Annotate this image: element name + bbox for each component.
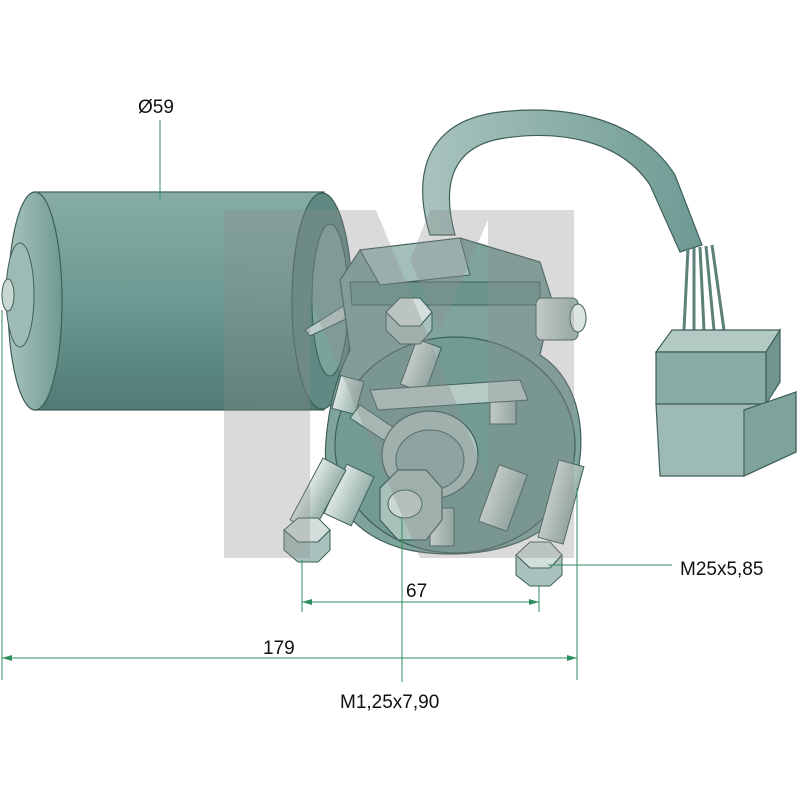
overall-length-label: 179 — [263, 638, 295, 659]
mount-spacing-label: 67 — [406, 581, 427, 602]
mount-thread-label: M25x5,85 — [680, 559, 763, 580]
stud — [537, 459, 585, 545]
shaft-thread-label: M1,25x7,90 — [340, 692, 439, 713]
stud — [478, 464, 528, 532]
mounting-nut-right — [515, 541, 563, 587]
gearbox-studs — [289, 338, 585, 547]
mounting-nut-left — [283, 517, 331, 563]
watermark-logo — [224, 210, 574, 558]
dimension-arrows — [2, 599, 577, 661]
top-nut — [385, 297, 433, 345]
motor-diameter-label: Ø59 — [138, 97, 174, 118]
arrow-mount-left — [302, 599, 312, 605]
arrow-mount-right — [529, 599, 539, 605]
motor-housing — [1, 191, 353, 411]
stud — [331, 374, 365, 416]
electrical-connector — [654, 327, 797, 477]
cable-harness — [422, 109, 726, 331]
arrow-right — [567, 655, 577, 661]
arrow-left — [2, 655, 12, 661]
dimension-lines — [1, 120, 672, 682]
shaft-nut — [379, 469, 443, 541]
